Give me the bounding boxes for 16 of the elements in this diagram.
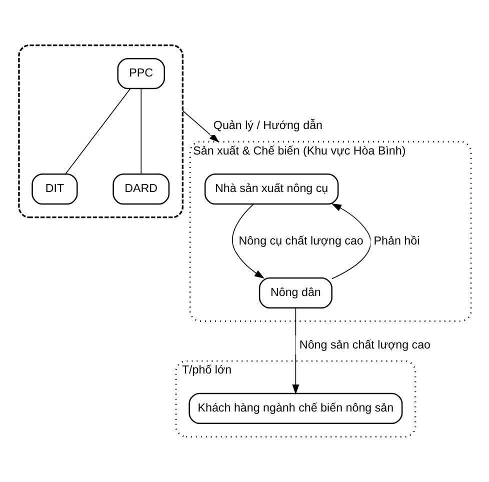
connector — [64, 88, 130, 174]
node-box: DIT — [31, 173, 78, 205]
cluster — [18, 44, 183, 218]
node-box: Khách hàng ngành chế biến nông sản — [188, 392, 402, 424]
node-box: PPC — [116, 58, 165, 90]
edge-label: Nông sản chất lượng cao — [298, 338, 430, 352]
arrow — [232, 204, 264, 279]
node-box: Nông dân — [258, 277, 332, 309]
edge-label: Quản lý / Hướng dẫn — [212, 118, 322, 132]
edge-label: Nông cụ chất lượng cao — [238, 234, 363, 248]
node-box: Nhà sản xuất nông cụ — [204, 173, 338, 205]
connector — [140, 88, 142, 174]
arrow — [330, 204, 371, 280]
node-box: DARD — [112, 173, 170, 205]
arrow — [182, 110, 219, 143]
edge-label: Phản hồi — [373, 234, 420, 248]
